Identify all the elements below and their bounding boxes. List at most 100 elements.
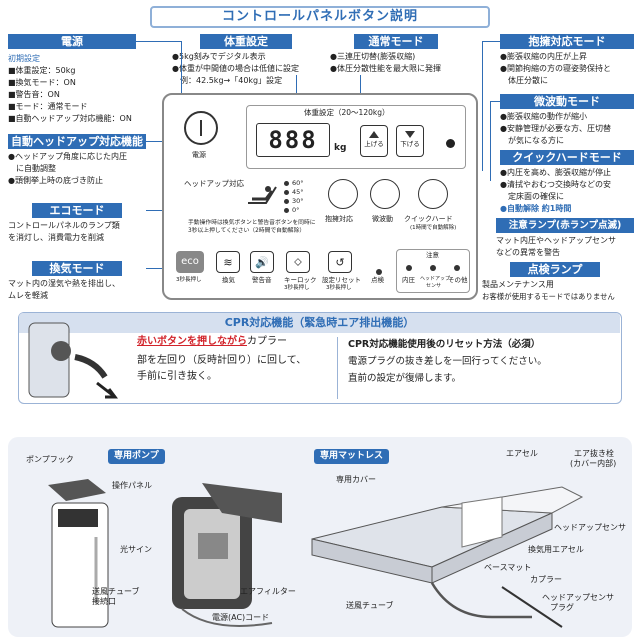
page-title: コントロールパネルボタン説明 — [150, 6, 490, 28]
weight-up-button[interactable]: 上げる — [360, 125, 388, 157]
weight-line: ●5kg刻みでデジタル表示 — [172, 52, 266, 61]
vent-line: マット内の湿気や熱を排出し、 — [8, 279, 120, 288]
pump-back-illustration — [162, 483, 282, 633]
power-line: 初期設定 — [8, 54, 40, 63]
vent-button[interactable]: ≋ — [216, 251, 240, 273]
normal-header: 通常モード — [354, 34, 438, 49]
pump-title: 専用ポンプ — [108, 449, 165, 464]
inspect-section: 点検ランプ 製品メンテナンス用 お客様が使用するモードではありません — [482, 262, 634, 303]
mattress-plug-label-1: ヘッドアップセンサ — [542, 593, 614, 602]
angle-lamp — [284, 190, 289, 195]
sensor-lamp — [430, 265, 436, 271]
quick-hard-sublabel: (1時間で自動解除) — [410, 225, 457, 231]
pump-front-illustration — [38, 473, 118, 633]
quick-hard-button[interactable] — [418, 179, 448, 209]
caution-section: 注意ランプ(赤ランプ点滅) マット内圧やヘッドアップセンサ などの異常を警告 — [496, 218, 634, 259]
eco-button[interactable]: eco — [176, 251, 204, 273]
reset-sublabel: 3秒長押し — [326, 285, 352, 291]
power-section: 電源 初期設定 ■体重設定：50kg ■換気モード：ON ■警告音：ON ■モー… — [8, 34, 136, 125]
caution-header: 注意ランプ(赤ランプ点滅) — [496, 218, 634, 233]
power-button[interactable] — [184, 111, 218, 145]
autohead-line: に自動調整 — [16, 164, 56, 173]
quick-header: クイックハードモード — [500, 150, 634, 165]
cpr-reset-line-1: 電源プラグの抜き差しを一回行ってください。 — [348, 356, 547, 367]
reset-icon: ↺ — [335, 255, 345, 269]
micro-line: が気になる方に — [508, 136, 564, 145]
weight-up-label: 上げる — [364, 140, 384, 148]
pump-filter-label: エアフィルター — [240, 587, 296, 596]
caution-line: マット内圧やヘッドアップセンサ — [496, 236, 616, 245]
cpr-step-2: 部を左回り（反時計回り）に回して、 — [137, 355, 307, 366]
micro-mode-button[interactable] — [370, 179, 400, 209]
wave-icon: ≋ — [223, 255, 233, 269]
mattress-coupler-label: カプラー — [530, 575, 562, 584]
product-section: 専用ポンプ 専用マットレス ポンプフック 操作パネル 光サイン 送風チューブ 接… — [8, 437, 632, 637]
hug-mode-button[interactable] — [328, 179, 358, 209]
weight-digits: 888 — [268, 126, 318, 154]
vent-section: 換気モード マット内の湿気や熱を排出し、 ムレを軽減 — [8, 261, 146, 302]
quick-hard-label: クイックハード — [404, 215, 453, 223]
micro-mode-label: 微波動 — [372, 215, 393, 223]
headup-bed-icon — [246, 181, 280, 207]
inspect-lamp — [376, 269, 382, 275]
hug-line: ●関節拘縮の方の寝姿勢保持と — [500, 64, 611, 73]
pump-cord-label: 電源(AC)コード — [212, 613, 270, 622]
key-lock-label: キーロック — [284, 276, 317, 284]
sensor-lamp-sublabel: センサ — [426, 283, 442, 289]
vent-label: 換気 — [222, 276, 235, 284]
mattress-sensor-label: ヘッドアップセンサ — [554, 523, 626, 532]
headup-label: ヘッドアップ対応 — [184, 179, 244, 188]
headup-note-2: 3秒以上押してください（2時間で自動解除） — [188, 228, 306, 234]
hug-line: 体圧分散に — [508, 76, 548, 85]
weight-line: 例：42.5kg→「40kg」設定 — [180, 76, 283, 85]
down-arrow-icon — [405, 131, 415, 138]
control-panel: 電源 体重設定（20～120kg） 888 kg 上げる 下げる ヘッドアップ対… — [162, 93, 478, 300]
pump-port-label-2: 接続口 — [92, 597, 116, 606]
alarm-button[interactable]: 🔊 — [250, 251, 274, 273]
cpr-reset-title: CPR対応機能使用後のリセット方法（必須） — [348, 339, 541, 350]
cpr-illustration — [25, 321, 125, 401]
key-lock-sublabel: 3秒長押し — [284, 285, 310, 291]
weight-range-label: 体重設定（20～120kg） — [304, 108, 390, 117]
inspect-header: 点検ランプ — [510, 262, 600, 277]
eco-line: を消灯し、消費電力を削減 — [8, 233, 104, 242]
headup-note-1: 手動操作時は換気ボタンと警告音ボタンを同時に — [188, 220, 316, 226]
pump-panel-label: 操作パネル — [112, 481, 152, 490]
angle-lamp — [284, 181, 289, 186]
weight-header: 体重設定 — [200, 34, 292, 49]
cpr-header: CPR対応機能（緊急時エア排出機能） — [19, 313, 620, 333]
inspect-lamp-label: 点検 — [371, 276, 384, 284]
eco-sublabel: 3秒長押し — [176, 277, 202, 283]
mattress-valve-label-2: (カバー内部) — [570, 459, 617, 468]
weight-down-button[interactable]: 下げる — [396, 125, 424, 157]
cpr-header-text: CPR対応機能（緊急時エア排出機能） — [224, 316, 415, 329]
angle-30: 30° — [292, 197, 304, 205]
alarm-label: 警告音 — [252, 276, 272, 284]
quick-line: ●内圧を高め、膨張収縮が停止 — [500, 168, 611, 177]
vent-line: ムレを軽減 — [8, 291, 48, 300]
lock-icon: ⬦ — [294, 255, 302, 268]
mattress-cell-label: エアセル — [506, 449, 538, 458]
quick-section: クイックハードモード ●内圧を高め、膨張収縮が停止 ●清拭やおむつ交換時などの安… — [500, 150, 634, 215]
mattress-cover-label: 専用カバー — [336, 475, 376, 484]
inspect-line: お客様が使用するモードではありません — [482, 292, 615, 301]
inspect-line: 製品メンテナンス用 — [482, 280, 554, 289]
status-lamp — [446, 139, 455, 148]
eco-header: エコモード — [32, 203, 122, 218]
caution-group-label: 注意 — [426, 251, 439, 259]
normal-line: ●体圧分散性能を最大限に発揮 — [330, 64, 441, 73]
key-lock-button[interactable]: ⬦ — [286, 251, 310, 273]
pressure-lamp-label: 内圧 — [402, 276, 415, 284]
micro-line: ●安静管理が必要な方、圧切替 — [500, 124, 611, 133]
power-line: ■換気モード：ON — [8, 78, 76, 87]
micro-line: ●膨張収縮の動作が縮小 — [500, 112, 587, 121]
weight-line: ●体重が中間値の場合は低値に設定 — [172, 64, 299, 73]
hug-section: 抱擁対応モード ●膨張収縮の内圧が上昇 ●関節拘縮の方の寝姿勢保持と 体圧分散に — [500, 34, 634, 87]
caution-group-frame — [396, 249, 470, 293]
other-lamp — [454, 265, 460, 271]
power-icon — [200, 120, 202, 136]
reset-button[interactable]: ↺ — [328, 251, 352, 273]
eco-text: eco — [181, 256, 199, 267]
caution-line: などの異常を警告 — [496, 248, 560, 257]
sensor-lamp-label: ヘッドアップ — [420, 276, 451, 282]
